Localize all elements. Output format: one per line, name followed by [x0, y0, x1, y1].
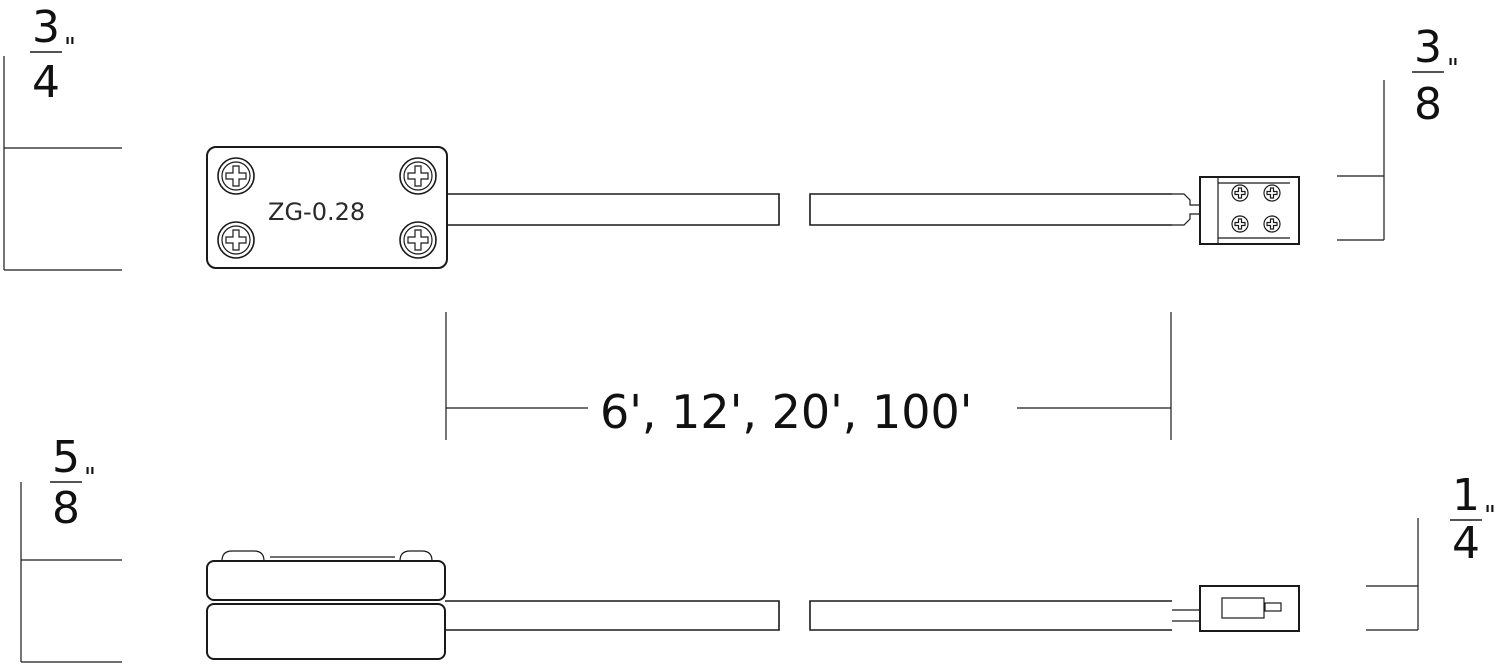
dim-bottom-right-denominator: 4 — [1452, 518, 1480, 569]
dim-top-right-denominator: 8 — [1414, 79, 1442, 130]
connector-latch-tab — [1264, 602, 1282, 612]
wire-lead-lower — [1172, 213, 1200, 226]
dim-top-right-unit: " — [1447, 54, 1459, 84]
screw-icon — [399, 157, 437, 195]
dim-bottom-right-unit: " — [1484, 501, 1496, 531]
control-box-side-view — [206, 550, 446, 660]
wire-lead-upper — [1172, 193, 1200, 206]
dim-bottom-left-numerator: 5 — [52, 432, 80, 483]
connector-top-view — [1172, 176, 1300, 245]
control-box-body — [206, 146, 448, 269]
control-box-top-view: ZG-0.28 — [206, 146, 448, 269]
wire-lead-side — [1172, 609, 1200, 622]
cable-segment-left — [447, 193, 780, 226]
screw-icon — [399, 221, 437, 259]
screw-icon — [217, 221, 255, 259]
cable-side-segment-left — [445, 600, 780, 631]
terminal-screw-icon — [1263, 215, 1281, 233]
connector-latch — [1221, 597, 1265, 619]
dim-top-right-numerator: 3 — [1414, 22, 1442, 73]
cable-top-view — [447, 193, 1172, 226]
dim-top-left-unit: " — [64, 33, 76, 63]
dimension-top-left: 3 4 " — [3, 2, 122, 271]
cable-segment-right — [809, 193, 1172, 226]
cable-side-view — [445, 600, 1172, 631]
terminal-screw-icon — [1231, 184, 1249, 202]
dim-bottom-left-denominator: 8 — [52, 483, 80, 534]
dimension-top-right: 3 8 " — [1337, 22, 1459, 241]
dimension-bottom-right: 1 4 " — [1366, 470, 1496, 631]
dim-top-left-numerator: 3 — [32, 2, 60, 53]
cable-side-segment-right — [809, 600, 1172, 631]
connector-body — [1199, 176, 1300, 245]
control-box-base — [206, 603, 446, 660]
connector-side-body — [1199, 585, 1300, 632]
screw-head-side-icon — [399, 550, 433, 562]
dim-bottom-left-unit: " — [84, 463, 96, 493]
model-label: ZG-0.28 — [268, 198, 365, 226]
control-box-lid — [206, 560, 446, 601]
screw-icon — [217, 157, 255, 195]
connector-side-view — [1172, 585, 1300, 632]
terminal-screw-icon — [1231, 215, 1249, 233]
dim-bottom-right-numerator: 1 — [1452, 470, 1480, 521]
screw-head-side-icon — [221, 550, 265, 562]
length-dimension: 6', 12', 20', 100' — [445, 312, 1172, 440]
dim-top-left-denominator: 4 — [32, 57, 60, 108]
terminal-screw-icon — [1263, 184, 1281, 202]
length-options-label: 6', 12', 20', 100' — [600, 385, 972, 439]
dimension-bottom-left: 5 8 " — [20, 432, 122, 663]
